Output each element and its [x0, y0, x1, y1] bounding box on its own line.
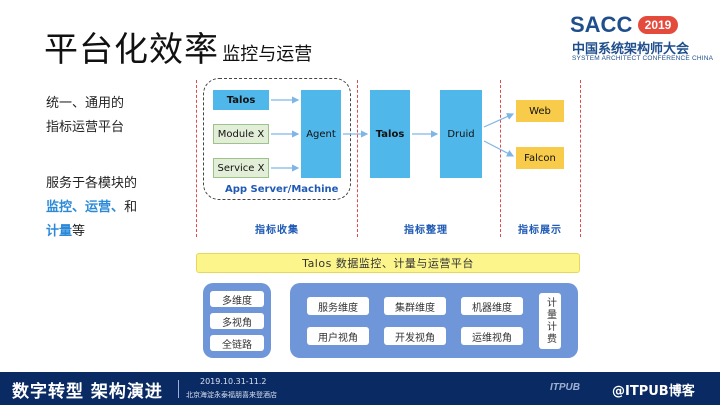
dimension-cell: 机器维度 — [461, 297, 523, 315]
conference-logo: SACC 2019 中国系统架构师大会 SYSTEM ARCHITECT CON… — [566, 10, 716, 66]
dimension-cell: 用户视角 — [307, 327, 369, 345]
arrow-druid-falcon — [483, 140, 515, 157]
slide-title: 平台化效率 — [44, 30, 219, 70]
caption-collect: 指标收集 — [255, 225, 299, 236]
dimensions-panel — [290, 283, 578, 358]
intro-line-2: 指标运营平台 — [46, 120, 125, 135]
separator-line — [580, 80, 581, 237]
highlight-metering: 计量 — [46, 224, 73, 239]
druid-box: Druid — [440, 90, 482, 178]
agent-box: Agent — [301, 90, 341, 178]
footer-venue: 北京海淀永泰福朋喜来登酒店 — [186, 391, 277, 399]
footer-slogan: 数字转型 架构演进 — [12, 382, 163, 402]
highlight-sep: 、 — [72, 200, 86, 215]
highlight-monitor: 监控 — [46, 200, 73, 215]
platform-banner: Talos 数据监控、计量与运营平台 — [196, 253, 580, 273]
intro-line-1: 统一、通用的 — [46, 96, 125, 111]
web-box: Web — [516, 100, 564, 122]
talos-source-box: Talos — [213, 90, 269, 110]
logo-cn-name: 中国系统架构师大会 — [572, 42, 690, 57]
caption-organize: 指标整理 — [404, 225, 448, 236]
purpose-text: 服务于各模块的 监控、运营、和 计量等 — [46, 172, 137, 244]
purpose-line-2: 监控、运营、和 — [46, 196, 137, 220]
separator-line — [196, 80, 197, 237]
app-server-group — [203, 78, 351, 200]
dimension-cell: 开发视角 — [384, 327, 446, 345]
and-text: 和 — [124, 200, 138, 215]
separator-line — [500, 80, 501, 237]
module-x-box: Module X — [213, 124, 269, 144]
caption-display: 指标展示 — [518, 225, 562, 236]
purpose-line-1: 服务于各模块的 — [46, 176, 138, 191]
purpose-line-3: 计量等 — [46, 220, 137, 244]
separator-line — [357, 80, 358, 237]
app-server-label: App Server/Machine — [225, 184, 339, 195]
arrow-druid-web — [483, 113, 515, 128]
feature-item: 多视角 — [210, 313, 264, 329]
footer-watermark: @ITPUB博客 — [612, 384, 695, 399]
falcon-box: Falcon — [516, 147, 564, 169]
logo-name: SACC — [570, 12, 633, 37]
logo-en-name: SYSTEM ARCHITECT CONFERENCE CHINA — [572, 55, 714, 62]
footer-sponsor-logo: ITPUB — [550, 382, 580, 393]
feature-item: 全链路 — [210, 335, 264, 351]
service-x-box: Service X — [213, 158, 269, 178]
dimension-cell: 服务维度 — [307, 297, 369, 315]
talos-box: Talos — [370, 90, 410, 178]
footer-bar: 数字转型 架构演进 2019.10.31-11.2 北京海淀永泰福朋喜来登酒店 … — [0, 372, 720, 405]
dimension-cell: 运维视角 — [461, 327, 523, 345]
footer-divider — [178, 380, 179, 398]
dimension-cell: 集群维度 — [384, 297, 446, 315]
logo-year-badge: 2019 — [638, 16, 678, 34]
intro-text: 统一、通用的 指标运营平台 — [46, 92, 124, 140]
slide-subtitle: - 监控与运营 — [210, 44, 313, 65]
feature-item: 多维度 — [210, 291, 264, 307]
highlight-operate: 运营 — [85, 200, 112, 215]
tail-text: 等 — [72, 224, 86, 239]
highlight-sep: 、 — [111, 200, 125, 215]
metering-cell: 计量计费 — [539, 293, 561, 349]
footer-date: 2019.10.31-11.2 — [200, 377, 267, 386]
